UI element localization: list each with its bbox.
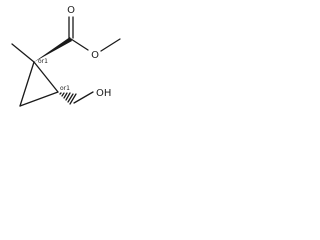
ring-bond-bottom bbox=[19, 91, 59, 107]
ester-oxygen-label: O bbox=[91, 50, 99, 61]
ester-single-bond bbox=[70, 38, 89, 51]
ester-wedge-bond bbox=[34, 37, 72, 62]
chemical-structure-diagram: O O OH or1 or1 bbox=[11, 5, 121, 107]
methyl-bond bbox=[11, 43, 35, 63]
hydroxymethyl-bond bbox=[73, 91, 94, 104]
stereo-label-quaternary: or1 bbox=[38, 58, 48, 65]
hashed-wedge-bond bbox=[59, 92, 77, 105]
ring-bond-right bbox=[33, 61, 59, 93]
stereo-label-methine: or1 bbox=[60, 85, 70, 92]
hydroxyl-label: OH bbox=[96, 88, 111, 99]
carbonyl-oxygen-label: O bbox=[67, 5, 75, 16]
methoxy-bond bbox=[100, 38, 121, 52]
ring-bond-left bbox=[19, 61, 35, 107]
